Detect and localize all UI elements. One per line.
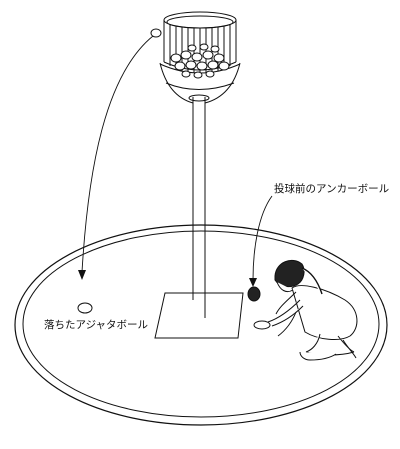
balls-in-basket (170, 43, 230, 79)
anchor-label-leader (252, 195, 273, 281)
player (253, 260, 358, 361)
anchor-ball-label: 投球前のアンカーボール (274, 183, 390, 195)
pole-base-plate (154, 292, 244, 339)
trajectory-arrowhead (78, 270, 86, 280)
basket-support (159, 62, 241, 104)
fallen-ball-trajectory (81, 35, 154, 273)
leader-arrowhead (249, 278, 257, 287)
ball-on-rim (150, 28, 162, 38)
anchor-ball (247, 286, 261, 302)
fallen-ball-label: 落ちたアジャタボール (44, 319, 149, 331)
pole (192, 97, 206, 318)
fallen-ajata-ball (77, 302, 93, 314)
playing-field-circle (14, 224, 388, 426)
